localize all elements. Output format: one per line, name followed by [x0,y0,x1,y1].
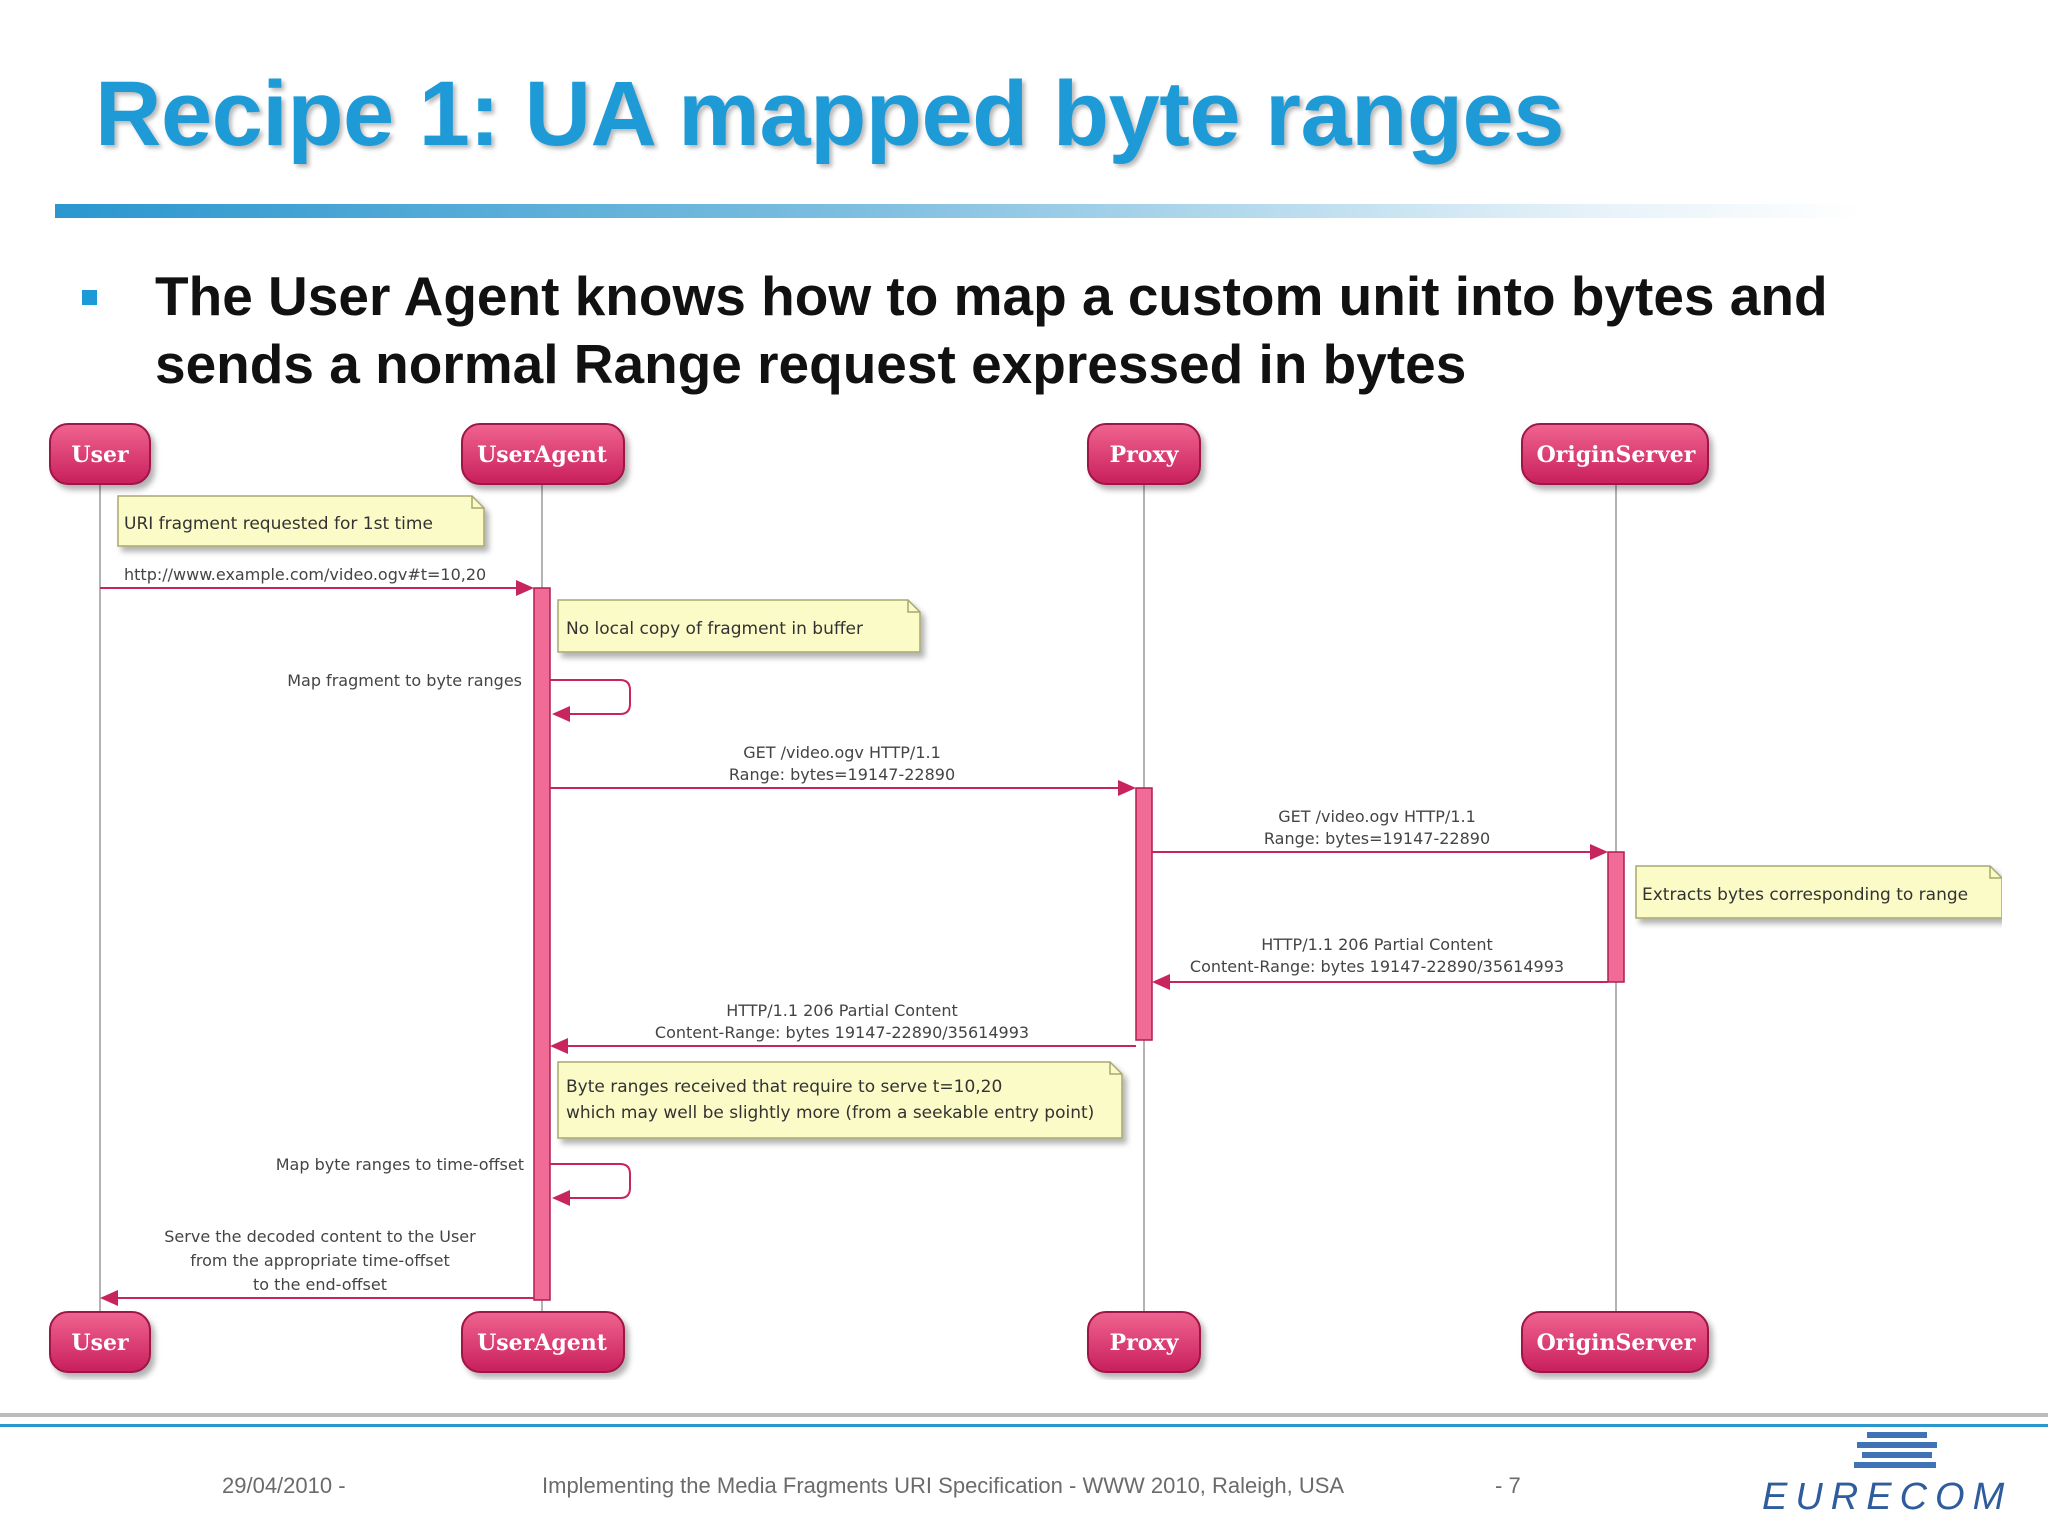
participant-user-top: User [49,423,151,485]
svg-text:User: User [71,442,129,468]
bullet-marker [82,290,97,305]
svg-text:No local copy of fragment in b: No local copy of fragment in buffer [566,619,863,639]
svg-text:Extracts bytes corresponding t: Extracts bytes corresponding to range [1642,885,1968,905]
participant-useragent-top: UserAgent [461,423,625,485]
svg-text:GET /video.ogv HTTP/1.1: GET /video.ogv HTTP/1.1 [1278,807,1476,826]
svg-text:http://www.example.com/video.o: http://www.example.com/video.ogv#t=10,20 [124,565,486,584]
participant-originserver-top: OriginServer [1521,423,1709,485]
footer-presentation-title: Implementing the Media Fragments URI Spe… [542,1473,1345,1498]
svg-text:URI fragment requested for 1st: URI fragment requested for 1st time [124,514,433,534]
bullet-text: The User Agent knows how to map a custom… [155,265,1828,395]
svg-text:OriginServer: OriginServer [1537,442,1696,468]
activation-useragent [533,587,551,1301]
message-206-to-proxy: HTTP/1.1 206 Partial Content Content-Ran… [1152,935,1608,990]
svg-text:UserAgent: UserAgent [477,1330,608,1356]
eurecom-logo: EURECOM [1762,1428,2012,1536]
svg-text:Byte ranges received that requ: Byte ranges received that require to ser… [566,1077,1002,1097]
note-byte-ranges-received: Byte ranges received that require to ser… [557,1061,1123,1139]
message-map-fragment: Map fragment to byte ranges [287,671,631,722]
title-underline [55,204,1865,218]
message-206-to-useragent: HTTP/1.1 206 Partial Content Content-Ran… [550,1001,1136,1054]
svg-text:UserAgent: UserAgent [477,442,608,468]
svg-text:Range: bytes=19147-22890: Range: bytes=19147-22890 [1264,829,1490,848]
svg-text:HTTP/1.1 206 Partial Content: HTTP/1.1 206 Partial Content [1261,935,1493,954]
message-get-to-proxy: GET /video.ogv HTTP/1.1 Range: bytes=191… [550,743,1136,796]
message-uri-request: http://www.example.com/video.ogv#t=10,20 [100,565,534,596]
note-no-local-copy: No local copy of fragment in buffer [557,599,921,653]
svg-text:to the end-offset: to the end-offset [253,1275,387,1294]
svg-text:Content-Range: bytes 19147-228: Content-Range: bytes 19147-22890/3561499… [655,1023,1029,1042]
svg-text:from the appropriate time-offs: from the appropriate time-offset [190,1251,449,1270]
slide-title: Recipe 1: UA mapped byte ranges [95,63,1564,165]
eurecom-wordmark: EURECOM [1762,1476,2013,1518]
message-get-to-origin: GET /video.ogv HTTP/1.1 Range: bytes=191… [1152,807,1608,860]
participant-user-bottom: User [49,1311,151,1373]
svg-text:Proxy: Proxy [1110,442,1180,468]
svg-text:User: User [71,1330,129,1356]
svg-text:Serve the decoded content to t: Serve the decoded content to the User [164,1227,476,1246]
svg-text:Range: bytes=19147-22890: Range: bytes=19147-22890 [729,765,955,784]
footer-rule-blue [0,1424,2048,1427]
footer-date: 29/04/2010 - [222,1473,346,1498]
participant-useragent-bottom: UserAgent [461,1311,625,1373]
participant-proxy-bottom: Proxy [1087,1311,1201,1373]
activation-proxy [1135,787,1153,1041]
svg-text:which may well be slightly mor: which may well be slightly more (from a … [566,1103,1094,1123]
svg-text:Proxy: Proxy [1110,1330,1180,1356]
eurecom-stripes-icon [1854,1432,1937,1468]
svg-text:HTTP/1.1 206 Partial Content: HTTP/1.1 206 Partial Content [726,1001,958,1020]
footer-page-number: - 7 [1495,1473,1521,1498]
svg-text:GET /video.ogv HTTP/1.1: GET /video.ogv HTTP/1.1 [743,743,941,762]
svg-text:OriginServer: OriginServer [1537,1330,1696,1356]
note-uri-requested: URI fragment requested for 1st time [117,495,485,547]
svg-text:Map fragment to byte ranges: Map fragment to byte ranges [287,671,522,690]
activation-originserver [1607,851,1625,983]
message-serve-content: Serve the decoded content to the User fr… [100,1227,534,1306]
participant-originserver-bottom: OriginServer [1521,1311,1709,1373]
svg-text:Content-Range: bytes 19147-228: Content-Range: bytes 19147-22890/3561499… [1190,957,1564,976]
svg-text:Map byte ranges to time-offset: Map byte ranges to time-offset [276,1155,524,1174]
participant-proxy-top: Proxy [1087,423,1201,485]
sequence-diagram: User UserAgent Proxy OriginServer User U… [49,423,2002,1373]
footer-rule-gray [0,1413,2048,1417]
message-map-byte-ranges: Map byte ranges to time-offset [276,1155,631,1206]
note-extracts-bytes: Extracts bytes corresponding to range [1635,865,2002,919]
